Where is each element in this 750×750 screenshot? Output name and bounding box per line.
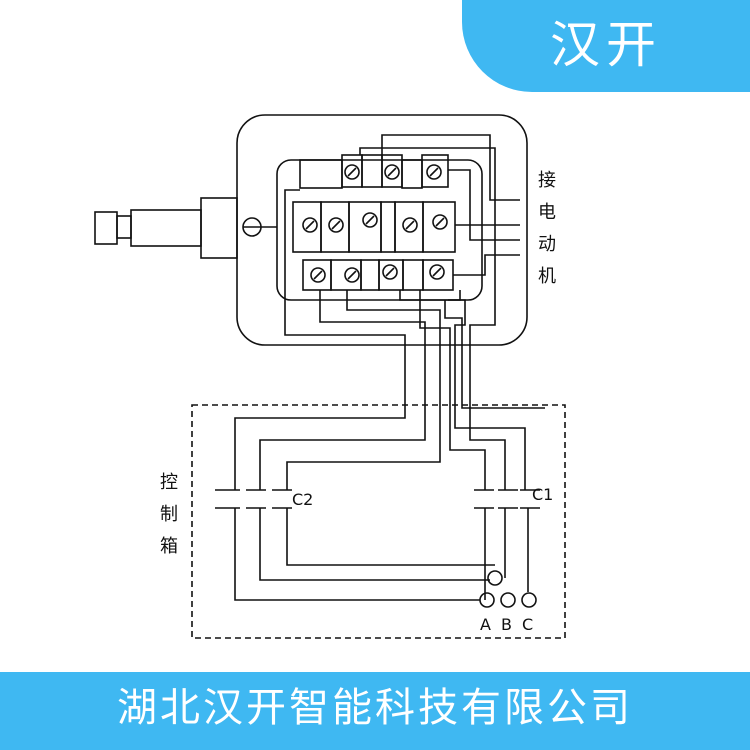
motor-label-2: 电 [538, 202, 556, 223]
brand-name: 汉开 [550, 16, 662, 74]
terminal-screws [302, 164, 448, 283]
contactor-c1-label: C1 [532, 485, 553, 504]
bottom-terminal-row [302, 259, 454, 291]
contactor-c2 [215, 489, 495, 601]
switch-handle [94, 197, 277, 259]
control-box-label-2: 制 [160, 504, 178, 525]
motor-label-4: 机 [538, 266, 556, 287]
terminal-block [276, 159, 483, 301]
phase-terminals [479, 570, 537, 608]
control-box-label-1: 控 [160, 472, 178, 493]
motor-label-3: 动 [538, 234, 556, 255]
phase-label-b: B [501, 615, 512, 634]
contactor-c2-label: C2 [292, 490, 313, 509]
middle-terminal-row [292, 201, 456, 253]
brand-badge: 汉开 [462, 0, 750, 92]
company-footer: 湖北汉开智能科技有限公司 [0, 672, 750, 750]
company-name: 湖北汉开智能科技有限公司 [117, 685, 633, 731]
phase-label-a: A [480, 615, 491, 634]
control-wires [234, 147, 545, 490]
phase-label-c: C [522, 615, 533, 634]
contactor-c1 [474, 489, 540, 600]
motor-label-1: 接 [538, 170, 556, 191]
top-terminal-row [299, 154, 449, 189]
motor-wires [381, 134, 520, 301]
control-box-label-3: 箱 [160, 536, 178, 557]
wiring-diagram: 接 电 动 机 控 制 箱 C2 C1 A B C [94, 114, 566, 639]
control-box-boundary [191, 404, 566, 639]
